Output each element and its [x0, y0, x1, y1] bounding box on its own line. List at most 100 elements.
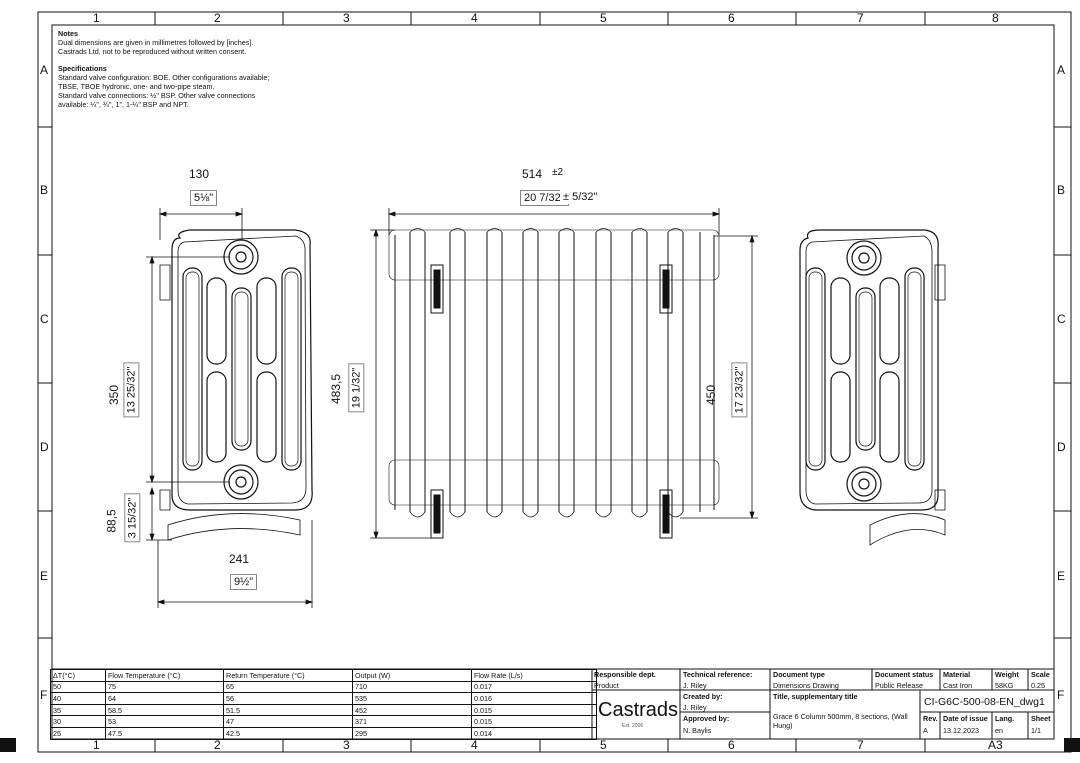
notes-heading: Notes — [58, 29, 78, 38]
cell: 51.5 — [223, 703, 353, 717]
grid-col-3: 3 — [343, 11, 350, 25]
grid-row-c-right: C — [1057, 312, 1066, 326]
table-row: 30 53 47 371 0.015 — [50, 715, 597, 728]
cell: 535 — [352, 692, 472, 705]
grid-col-5: 5 — [600, 11, 607, 25]
dim-side-base-mm: 88,5 — [104, 509, 119, 533]
tech-ref: J. Riley — [683, 681, 707, 690]
grid-col-6: 6 — [728, 11, 735, 25]
right-side-view — [799, 229, 946, 546]
spec-line: available: ¼", ¾", 1", 1-¼" BSP and NPT. — [58, 100, 189, 109]
grid-col-7-bottom: 7 — [857, 738, 864, 752]
cell: 64 — [105, 692, 224, 705]
grid-row-c: C — [40, 312, 49, 326]
notes-line: Dual dimensions are given in millimetres… — [58, 38, 254, 47]
paper-size: A3 — [988, 738, 1003, 752]
doc-status-label: Document status — [875, 670, 934, 679]
lang-label: Lang. — [995, 714, 1015, 723]
cell: 53 — [105, 715, 224, 728]
cell: 47 — [223, 715, 353, 728]
spec-heading: Specifications — [58, 64, 107, 73]
grid-row-e-right: E — [1057, 569, 1066, 583]
cell: 0.015 — [471, 715, 597, 728]
castrads-est: Est. 2006 — [622, 723, 644, 729]
col-return-temp: Return Temperature (°C) — [223, 669, 353, 682]
scale-label: Scale — [1031, 670, 1050, 679]
grid-row-a: A — [40, 63, 49, 77]
notes-block: Notes Dual dimensions are given in milli… — [58, 29, 298, 109]
cell: 58.5 — [105, 703, 224, 717]
cell: 25 — [50, 726, 106, 740]
cell: 65 — [223, 680, 353, 694]
table-row: 35 58.5 51.5 452 0.015 — [50, 703, 597, 717]
grid-row-d: D — [40, 440, 49, 454]
dim-side-centres-in: 13 25/32" — [123, 362, 140, 418]
responsible-dept-label: Responsible dept. — [594, 670, 656, 679]
weight-label: Weight — [995, 670, 1019, 679]
dim-front-height-mm: 483,5 — [329, 373, 344, 405]
sheet-label: Sheet — [1031, 714, 1051, 723]
dim-front-body-in: 17 23/32" — [731, 362, 748, 418]
cell: 0.015 — [471, 703, 597, 717]
grid-row-e: E — [40, 569, 49, 583]
dim-side-depth-in: 9½" — [230, 574, 258, 590]
cell: 0.014 — [471, 726, 597, 740]
approved-by: N. Baylis — [683, 726, 712, 735]
notes-line: Castrads Ltd, not to be reproduced witho… — [58, 47, 247, 56]
spec-line: Standard valve configuration: BOE. Other… — [58, 73, 270, 82]
weight: 58KG — [995, 681, 1014, 690]
material: Cast Iron — [943, 681, 973, 690]
title-line: Grace 6 Column 500mm, 8 sections, (Wall — [773, 712, 908, 721]
date: 13.12.2023 — [943, 726, 979, 735]
date-label: Date of issue — [943, 714, 988, 723]
created-by-label: Created by: — [683, 692, 723, 701]
dim-side-depth-mm: 241 — [229, 552, 250, 566]
grid-row-d-right: D — [1057, 440, 1066, 454]
grid-col-7: 7 — [857, 11, 864, 25]
flow-table-header: ΔT(°C) Flow Temperature (°C) Return Temp… — [50, 669, 597, 682]
cell: 40 — [50, 692, 106, 705]
table-row: 50 75 65 710 0.017 — [50, 680, 597, 694]
cell: 452 — [352, 703, 472, 717]
cell: 0.016 — [471, 692, 597, 705]
cell: 50 — [50, 680, 106, 694]
approved-by-label: Approved by: — [683, 714, 730, 723]
grid-col-1-bottom: 1 — [93, 738, 100, 752]
spec-line: TBSE, TBOE hydronic, one- and two-pipe s… — [58, 82, 215, 91]
table-row: 25 47.5 42.5 295 0.014 — [50, 726, 597, 740]
grid-col-1: 1 — [93, 11, 100, 25]
cell: 295 — [352, 726, 472, 740]
cell: 710 — [352, 680, 472, 694]
cell: 0.017 — [471, 680, 597, 694]
grid-row-b-right: B — [1057, 183, 1066, 197]
table-row: 40 64 56 535 0.016 — [50, 692, 597, 705]
created-by: J. Riley — [683, 703, 707, 712]
flow-table: ΔT(°C) Flow Temperature (°C) Return Temp… — [50, 669, 597, 740]
grid-row-f: F — [40, 688, 48, 702]
dim-front-length-tol-in: ± 5/32" — [560, 190, 601, 204]
col-delta-t: ΔT(°C) — [50, 669, 106, 682]
cell: 30 — [50, 715, 106, 728]
col-flow-temp: Flow Temperature (°C) — [105, 669, 224, 682]
left-side-view — [159, 229, 313, 541]
cell: 371 — [352, 715, 472, 728]
grid-row-a-right: A — [1057, 63, 1066, 77]
cell: 47.5 — [105, 726, 224, 740]
castrads-logo: Castrads — [598, 699, 679, 721]
grid-col-4-bottom: 4 — [471, 738, 478, 752]
cell: 75 — [105, 680, 224, 694]
material-label: Material — [943, 670, 971, 679]
col-output: Output (W) — [352, 669, 472, 682]
dim-front-length-in: 20 7/32" — [520, 190, 569, 206]
dim-side-centres-mm: 350 — [107, 384, 122, 406]
grid-row-f-right: F — [1057, 688, 1065, 702]
dim-front-length-mm: 514 — [522, 167, 543, 181]
cell: 35 — [50, 703, 106, 717]
doc-number: CI-G6C-500-08-EN_dwg1 — [924, 696, 1045, 708]
scale: 0.25 — [1031, 681, 1045, 690]
rev: A — [923, 726, 928, 735]
title-label: Title, supplementary title — [773, 692, 858, 701]
grid-col-2: 2 — [214, 11, 221, 25]
dim-side-width-mm: 130 — [189, 167, 210, 181]
